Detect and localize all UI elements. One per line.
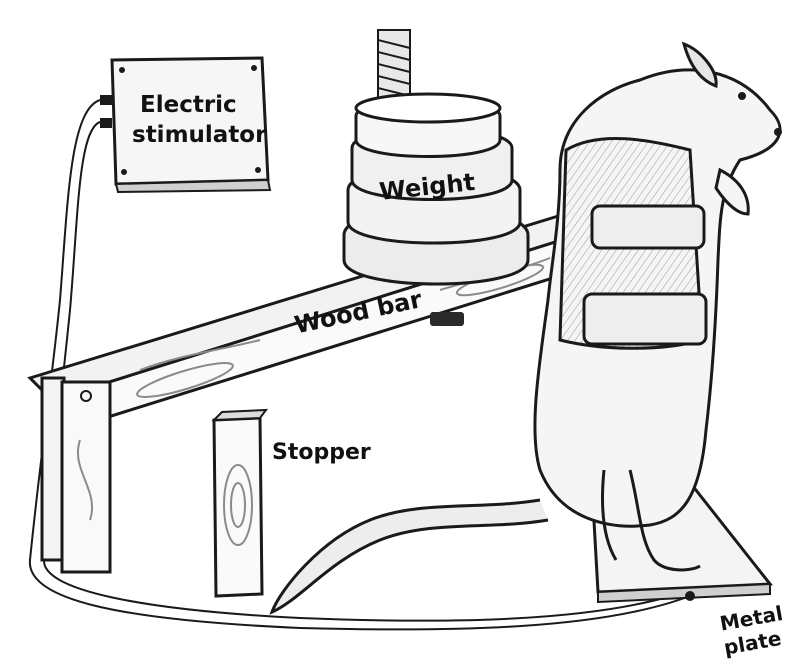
stimulator-label-line1: Electric (140, 92, 237, 118)
stopper-block (214, 410, 266, 596)
stopper-label: Stopper (272, 440, 371, 465)
stimulator-label-line2: stimulator (132, 122, 266, 148)
fulcrum-post (42, 378, 110, 572)
